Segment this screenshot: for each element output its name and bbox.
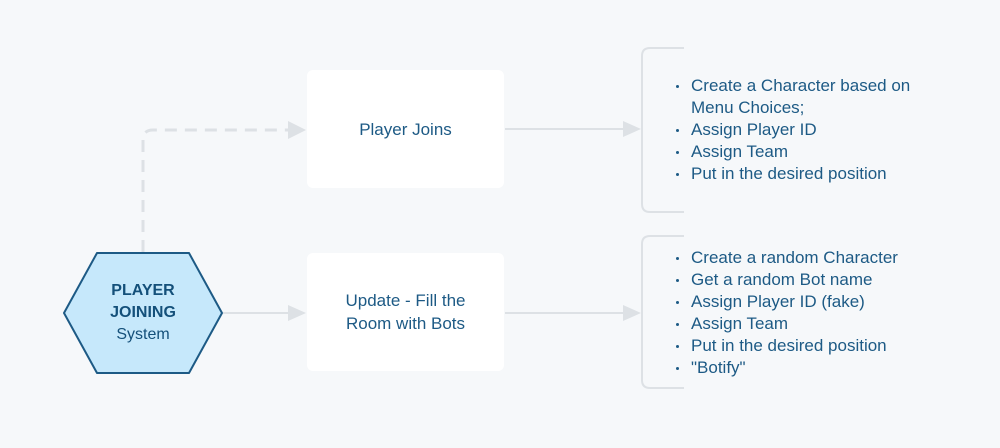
bot-steps-list: Create a random Character Get a random B… (676, 247, 951, 379)
player-step-continuation: Menu Choices; (691, 98, 805, 117)
update-label-line2: Room with Bots (345, 314, 466, 333)
hub-title-line2: JOINING (110, 304, 176, 321)
player-step: Put in the desired position (676, 163, 951, 185)
bot-step: Put in the desired position (676, 335, 951, 357)
hub-subtitle: System (116, 326, 170, 343)
update-label-line1: Update - Fill the (345, 291, 466, 310)
bot-step: Get a random Bot name (676, 269, 951, 291)
player-joins-label: Player Joins (359, 119, 452, 139)
player-joins-box: Player Joins (307, 70, 504, 188)
dashed-connector (141, 128, 290, 252)
top-list-bracket (641, 47, 684, 213)
hub-to-update-arrowhead (288, 305, 306, 321)
update-fill-room-box: Update - Fill the Room with Bots (307, 253, 504, 371)
player-step: Assign Player ID (676, 119, 951, 141)
bottom-list-bracket (641, 235, 684, 389)
bot-step: Assign Player ID (fake) (676, 291, 951, 313)
dashed-arrowhead (288, 121, 306, 139)
player-joining-hexagon (63, 252, 223, 374)
bot-step: Create a random Character (676, 247, 951, 269)
hub-title-line1: PLAYER (111, 282, 175, 299)
bot-step: "Botify" (676, 357, 951, 379)
player-step: Assign Team (676, 141, 951, 163)
player-step: Create a Character based on (676, 75, 951, 97)
player-steps-list: Create a Character based on Menu Choices… (676, 75, 951, 185)
hub-label: PLAYER JOINING System (64, 253, 222, 373)
update-arrowhead (623, 305, 641, 321)
bot-step: Assign Team (676, 313, 951, 335)
player-joins-arrowhead (623, 121, 641, 137)
